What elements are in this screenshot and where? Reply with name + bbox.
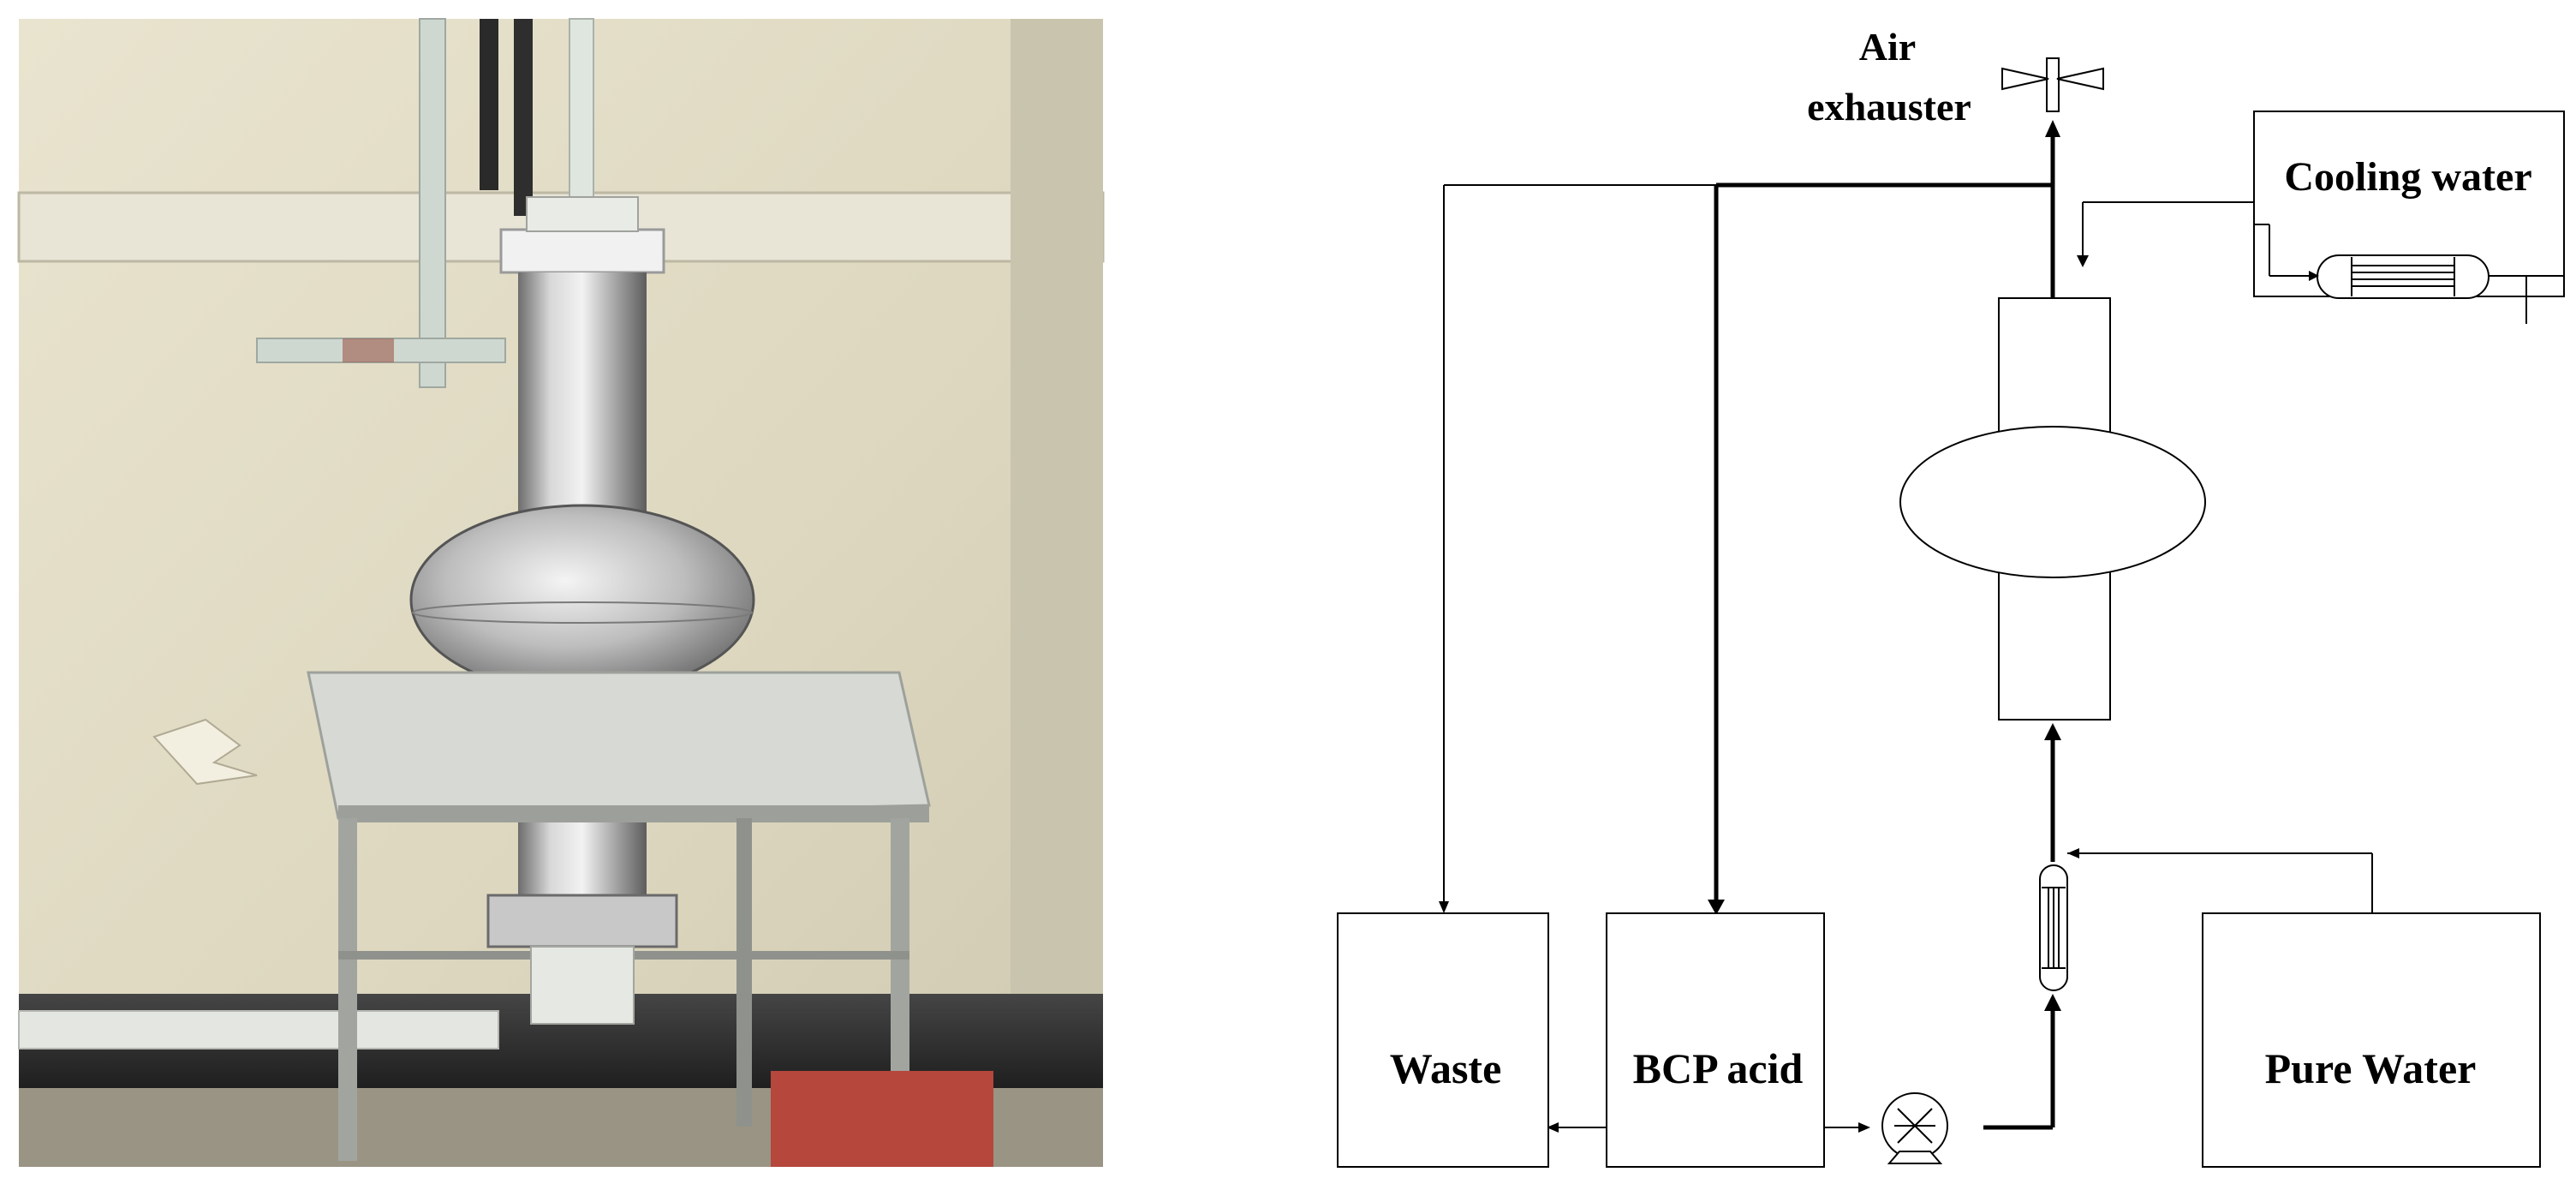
bcp-acid-label: BCP acid (1633, 1044, 1804, 1092)
table-edge (338, 805, 929, 822)
pipe-vertical-2 (480, 19, 498, 190)
bcp-return-arrow (1708, 900, 1725, 915)
table-top (307, 671, 931, 820)
waste-arrow (1439, 901, 1449, 913)
table-leg-1 (338, 818, 357, 1161)
bcp-to-waste-arrow (1547, 1122, 1559, 1133)
top-flange (499, 228, 665, 274)
beam-tube-upper (518, 272, 647, 529)
pump-icon (1881, 1092, 1948, 1164)
pure-water-box (2202, 912, 2541, 1168)
pure-water-label: Pure Water (2265, 1044, 2477, 1092)
beam-tube-lower (518, 822, 647, 900)
air-exhauster-label-line1: Air (1859, 25, 1916, 69)
cooling-in-arrow (2309, 271, 2319, 281)
fan-icon (2001, 57, 2104, 112)
bcp-acid-box (1606, 912, 1825, 1168)
cooling-exchanger-icon (2317, 254, 2490, 299)
pure-water-arrow (2067, 848, 2079, 858)
cavity-equator (412, 601, 753, 624)
pipe-vertical-3 (514, 19, 533, 216)
waste-label: Waste (1390, 1044, 1502, 1092)
wall-peel (152, 718, 258, 786)
pipe-horizontal-band (343, 338, 394, 362)
photo-panel (17, 18, 1105, 1167)
filter-icon (2039, 864, 2068, 991)
wall-corner (1011, 19, 1103, 1167)
pipe-vertical-1 (419, 18, 446, 388)
red-container (771, 1071, 993, 1167)
floor-pipe (18, 1010, 499, 1049)
top-fittings (526, 196, 639, 232)
cavity-ellipse (1899, 426, 2206, 578)
air-exhauster-label-line2: exhauster (1807, 85, 1971, 129)
bcp-to-pump-arrow (1858, 1122, 1870, 1133)
feed-arrow-lower (2044, 994, 2061, 1011)
lower-fitting (530, 946, 635, 1025)
table-leg-3 (736, 818, 752, 1127)
waste-box (1337, 912, 1549, 1168)
lower-flange (486, 894, 678, 948)
cavity-cell (409, 504, 755, 696)
process-diagram (1337, 57, 2565, 1168)
feed-arrow-upper (2044, 723, 2061, 740)
cooling-supply-arrow (2077, 255, 2089, 267)
exhaust-arrow (2045, 120, 2060, 137)
cooling-water-label: Cooling water (2284, 154, 2531, 200)
